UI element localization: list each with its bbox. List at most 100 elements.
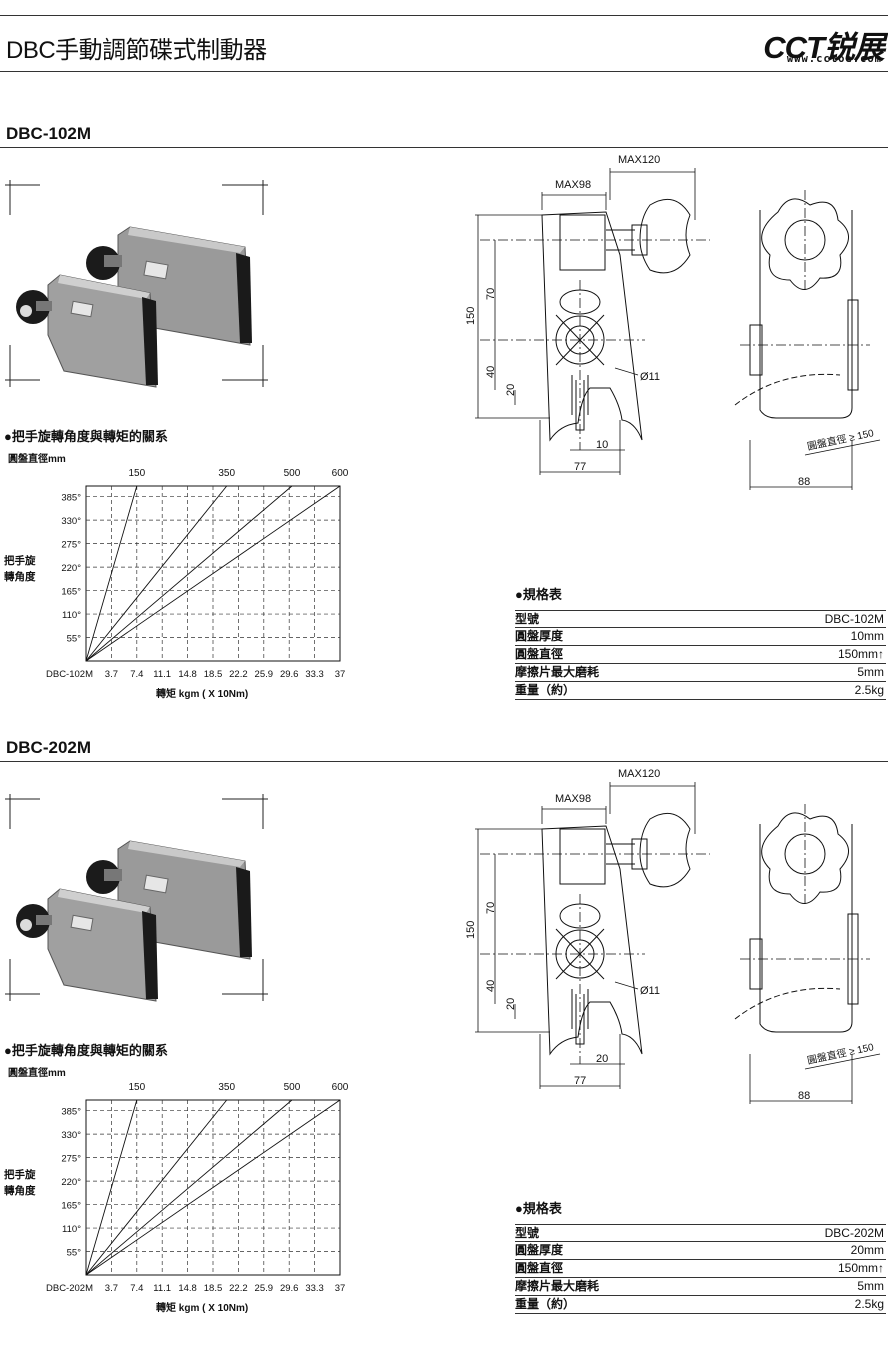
knob-center — [784, 219, 826, 261]
upper-pad — [559, 214, 606, 271]
disc-note: 圓盤直徑 ≥ 150 — [806, 426, 875, 453]
spec-label: 摩擦片最大磨耗 — [515, 1279, 600, 1293]
y-axis-label-line1: 把手旋 — [4, 554, 36, 567]
page-title: DBC手動調節碟式制動器 — [6, 37, 267, 64]
y-axis-label-line1: 把手旋 — [4, 1168, 36, 1181]
adjust-shaft — [606, 843, 635, 865]
adjust-shaft — [606, 229, 635, 251]
y-tick-label: 330° — [61, 1130, 81, 1141]
dim-small-width: 10 — [596, 439, 608, 451]
x-tick-label: 29.6 — [280, 1283, 299, 1294]
dim-150: 150 — [465, 307, 477, 325]
y-tick-label: 165° — [61, 1201, 81, 1212]
spec-row: 重量（約）2.5kg — [515, 1296, 886, 1314]
y-tick-label: 110° — [62, 1224, 81, 1235]
y-tick-label: 385° — [61, 493, 81, 504]
y-axis-label-line2: 轉角度 — [4, 570, 36, 583]
y-tick-label: 275° — [61, 1154, 81, 1165]
series-label: 500 — [284, 1082, 301, 1093]
dim-20: 20 — [505, 998, 517, 1010]
dim-70: 70 — [485, 902, 497, 914]
section-rule — [0, 761, 888, 762]
y-tick-label: 330° — [61, 516, 81, 527]
dim-max120: MAX120 — [618, 768, 660, 780]
center-lines — [480, 804, 870, 1064]
x-tick-label: 25.9 — [255, 1283, 274, 1294]
dimension-lines — [475, 168, 881, 490]
dimension-drawing: MAX120 MAX98 150 70 40 20 Ø11 20 77 88 圓… — [465, 768, 881, 1104]
y-top-label: 圓盤直徑mm — [8, 452, 66, 465]
series-line-600 — [85, 485, 341, 662]
y-tick-label: 55° — [67, 1248, 82, 1259]
section-rule — [0, 147, 888, 148]
y-tick-label: 220° — [61, 1177, 81, 1188]
x-tick-label: 22.2 — [229, 669, 248, 680]
x-tick-label: 37 — [335, 669, 346, 680]
dim-max120: MAX120 — [618, 154, 660, 166]
logo-url: www.cctoe.com — [786, 53, 882, 65]
chart-title: ●把手旋轉角度與轉矩的關系 — [4, 1043, 168, 1058]
spec-title: ●規格表 — [515, 1201, 562, 1216]
dim-max98: MAX98 — [555, 179, 591, 191]
disc-arc — [734, 373, 841, 406]
spec-value: 5mm — [857, 1279, 884, 1293]
series-label: 350 — [218, 468, 235, 479]
spec-row: 圓盤直徑 150mm↑ — [515, 1260, 886, 1278]
front-pad-left — [749, 324, 763, 376]
spec-value: 20mm — [850, 1243, 884, 1257]
star-knob-side — [639, 198, 691, 274]
dim-40: 40 — [485, 980, 497, 992]
dim-150: 150 — [465, 921, 477, 939]
dim-70: 70 — [485, 288, 497, 300]
x-tick-label: 11.1 — [153, 669, 171, 680]
dimension-drawing: MAX120 MAX98 150 70 40 20 Ø11 10 77 88 圓… — [465, 154, 881, 490]
header-rule — [0, 71, 888, 72]
spec-value: 2.5kg — [854, 683, 884, 697]
dim-40: 40 — [485, 366, 497, 378]
top-rule — [0, 15, 888, 16]
x-tick-label: 11.1 — [153, 1283, 171, 1294]
y-tick-label: 165° — [61, 587, 81, 598]
x-tick-label: 33.3 — [305, 1283, 324, 1294]
series-line-600 — [85, 1099, 341, 1276]
dim-77: 77 — [574, 461, 586, 473]
y-axis-label-line2: 轉角度 — [4, 1184, 36, 1197]
y-tick-label: 275° — [61, 540, 81, 551]
x-tick-label: 18.5 — [204, 1283, 223, 1294]
spec-value: 150mm↑ — [837, 1261, 884, 1275]
spec-value: 2.5kg — [854, 1297, 884, 1311]
y-tick-label: 55° — [67, 634, 82, 645]
spec-title: ●規格表 — [515, 587, 562, 602]
spec-label: 圓盤直徑 — [515, 1261, 564, 1275]
y-tick-label: 110° — [62, 610, 81, 621]
product-photo — [5, 794, 268, 1002]
model-title: DBC-202M — [6, 738, 92, 757]
front-frame — [759, 824, 853, 1033]
x-tick-label: 7.4 — [130, 669, 143, 680]
spec-label: 圓盤厚度 — [515, 629, 564, 643]
series-label: 350 — [218, 1082, 235, 1093]
x-tick-label: 7.4 — [130, 1283, 143, 1294]
spec-label: 圓盤直徑 — [515, 647, 564, 661]
x-tick-label: 29.6 — [280, 669, 299, 680]
y-tick-label: 385° — [61, 1107, 81, 1118]
center-lines — [480, 190, 870, 450]
x-tick-label: 25.9 — [255, 669, 274, 680]
dim-20: 20 — [505, 384, 517, 396]
series-line-500 — [85, 485, 293, 662]
spec-value: DBC-202M — [824, 1226, 884, 1240]
star-knob-front — [761, 812, 849, 904]
x-tick-label: 14.8 — [178, 669, 197, 680]
dim-small-width: 20 — [596, 1053, 608, 1065]
x-axis-label: 轉矩 kgm ( X 10Nm) — [156, 1301, 248, 1314]
series-label: 150 — [128, 468, 145, 479]
x-tick-label: 18.5 — [204, 669, 223, 680]
dim-hole: Ø11 — [640, 985, 660, 997]
brake-unit-front — [16, 274, 158, 388]
upper-pad — [559, 828, 606, 885]
dim-hole: Ø11 — [640, 371, 660, 383]
